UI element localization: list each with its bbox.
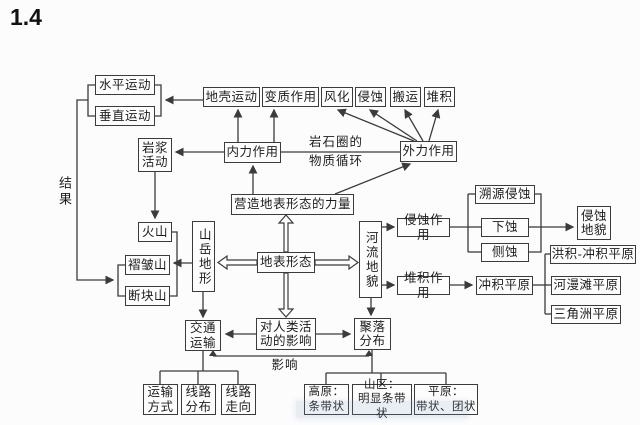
node-settlement-distribution: 聚落 分布: [354, 318, 391, 350]
node-transport-mode: 运输 方式: [143, 384, 178, 415]
node-headward-erosion: 溯源侵蚀: [475, 185, 535, 204]
label-rock-cycle: 岩石圈的 物质循环: [308, 135, 363, 168]
label-influence: 影响: [271, 358, 299, 372]
node-weathering: 风化: [321, 87, 353, 107]
node-delta-plain: 三角洲平原: [551, 305, 621, 324]
node-lateral-erosion: 侧蚀: [481, 243, 529, 262]
node-magma-activity: 岩浆 活动: [138, 138, 172, 172]
node-deposition: 堆积: [424, 87, 455, 107]
node-transporting: 搬运: [390, 87, 421, 107]
node-plain-pattern: 平原： 带状、团状: [414, 384, 478, 415]
node-route-direction: 线路 走向: [221, 384, 256, 415]
node-surface-morphology: 地表形态: [257, 252, 315, 273]
node-volcano: 火山: [138, 222, 172, 242]
node-mountain-pattern: 山区： 明显条带状: [352, 379, 412, 420]
node-fault-block-mountain: 断块山: [125, 286, 170, 306]
node-accumulation-process: 堆积作用: [397, 271, 450, 300]
node-fold-mountain: 褶皱山: [125, 255, 170, 275]
node-erosion-landform: 侵蚀 地貌: [577, 206, 611, 240]
node-metamorphism: 变质作用: [262, 87, 319, 107]
node-proluvial-alluvial-plain: 洪积-冲积平原: [550, 245, 636, 264]
node-shaping-force: 营造地表形态的力量: [231, 194, 354, 215]
node-vertical-motion: 垂直运动: [95, 106, 155, 126]
node-human-activity-impact: 对人类活 动的影响: [256, 318, 316, 350]
node-internal-force: 内力作用: [224, 142, 281, 163]
node-crustal-motion: 地壳运动: [203, 87, 260, 107]
page-title: 1.4: [10, 4, 42, 30]
node-plateau-pattern: 高原： 条带状: [304, 384, 349, 415]
label-result: 结果: [57, 176, 72, 208]
node-floodplain-plain: 河漫滩平原: [551, 276, 621, 295]
node-erosion: 侵蚀: [355, 87, 386, 107]
node-alluvial-plain: 冲积平原: [476, 276, 533, 295]
node-horizontal-motion: 水平运动: [95, 75, 155, 95]
node-river-landform: 河流地貌: [359, 221, 382, 298]
node-mountain-landform: 山岳地形: [192, 221, 215, 292]
node-external-force: 外力作用: [400, 141, 457, 162]
node-erosion-process: 侵蚀作用: [397, 213, 450, 242]
node-route-distribution: 线路 分布: [181, 384, 216, 415]
node-traffic-transport: 交通 运输: [185, 320, 221, 351]
node-downward-erosion: 下蚀: [481, 218, 529, 237]
